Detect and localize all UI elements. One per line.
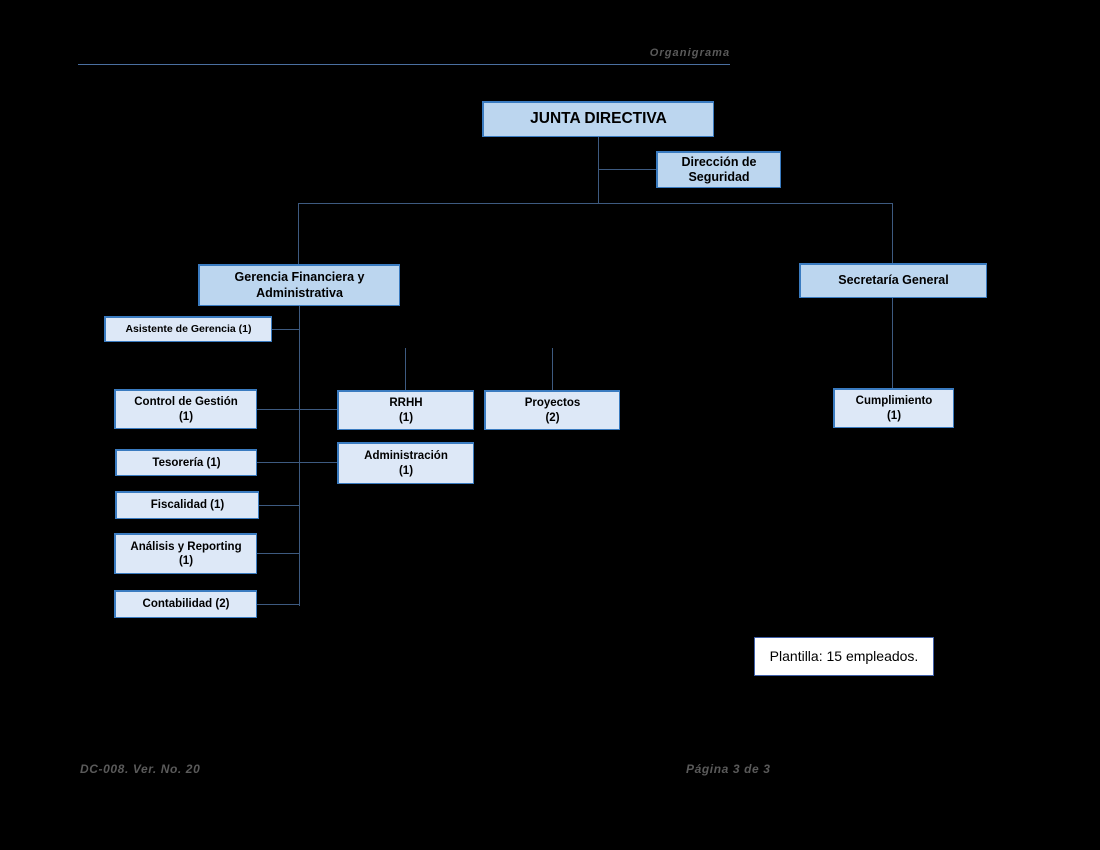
node-label-line1: Análisis y Reporting — [130, 540, 242, 553]
connector-tesoreria-administracion — [257, 462, 337, 463]
node-label-line1: Cumplimiento — [855, 395, 933, 408]
connector-drop-proyectos — [552, 348, 553, 390]
node-label-line1: Dirección de — [681, 154, 757, 169]
header-rule — [78, 64, 730, 65]
node-label-line2: (1) — [178, 410, 194, 423]
connector-bus-gerencia — [298, 203, 299, 264]
node-label-line2: (1) — [178, 555, 194, 567]
node-asistente-gerencia[interactable]: Asistente de Gerencia (1) — [104, 316, 272, 342]
node-administracion[interactable]: Administración (1) — [337, 442, 474, 484]
connector-junta-seguridad — [598, 169, 656, 170]
node-junta-directiva[interactable]: JUNTA DIRECTIVA — [482, 101, 714, 137]
footer-doc-ref: DC-008. Ver. No. 20 — [80, 762, 201, 776]
connector-control-rrhh — [257, 409, 337, 410]
node-label-line2: (1) — [398, 411, 414, 424]
node-label-line1: Proyectos — [524, 397, 581, 410]
page-header-title: Organigrama — [649, 47, 731, 59]
connector-gerencia-spine — [299, 306, 300, 606]
node-label-line2: (2) — [545, 411, 560, 424]
connector-drop-rrhh — [405, 348, 406, 390]
node-rrhh[interactable]: RRHH (1) — [337, 390, 474, 430]
node-label-line1: Control de Gestión — [134, 396, 238, 409]
connector-stub-contabilidad — [257, 604, 300, 605]
node-label-line1: Administración — [364, 450, 448, 463]
footer-page-ref: Página 3 de 3 — [686, 762, 771, 776]
node-label: Asistente de Gerencia (1) — [125, 323, 252, 336]
node-direccion-seguridad[interactable]: Dirección de Seguridad — [656, 151, 781, 188]
node-fiscalidad[interactable]: Fiscalidad (1) — [115, 491, 259, 519]
node-label-line2: (1) — [886, 409, 902, 422]
node-analisis-reporting[interactable]: Análisis y Reporting (1) — [114, 533, 257, 574]
node-tesoreria[interactable]: Tesorería (1) — [115, 449, 257, 476]
node-label: Fiscalidad (1) — [150, 499, 225, 512]
node-gerencia-financiera[interactable]: Gerencia Financiera y Administrativa — [198, 264, 400, 306]
node-label: JUNTA DIRECTIVA — [530, 110, 667, 128]
node-proyectos[interactable]: Proyectos (2) — [484, 390, 620, 430]
node-label: Contabilidad (2) — [142, 598, 230, 611]
note-text: Plantilla: 15 empleados. — [769, 647, 919, 664]
node-label-line1: Gerencia Financiera y — [234, 270, 365, 285]
connector-bus-secretaria — [892, 203, 893, 263]
note-plantilla: Plantilla: 15 empleados. — [754, 637, 934, 676]
node-label-line2: Administrativa — [256, 285, 343, 300]
node-label-line2: (1) — [398, 464, 414, 477]
node-label-line1: RRHH — [389, 397, 423, 410]
connector-stub-analisis — [257, 553, 300, 554]
node-cumplimiento[interactable]: Cumplimiento (1) — [833, 388, 954, 428]
node-control-gestion[interactable]: Control de Gestión (1) — [114, 389, 257, 429]
connector-secretaria-cumplimiento — [892, 298, 893, 388]
connector-stub-fiscalidad — [259, 505, 300, 506]
node-label: Tesorería (1) — [152, 456, 221, 469]
node-secretaria-general[interactable]: Secretaría General — [799, 263, 987, 298]
node-label: Secretaría General — [838, 273, 949, 288]
node-label-line2: Seguridad — [688, 170, 750, 184]
connector-level1-bus — [298, 203, 893, 204]
node-contabilidad[interactable]: Contabilidad (2) — [114, 590, 257, 618]
connector-junta-spine — [598, 136, 599, 204]
connector-stub-asistente — [271, 329, 300, 330]
